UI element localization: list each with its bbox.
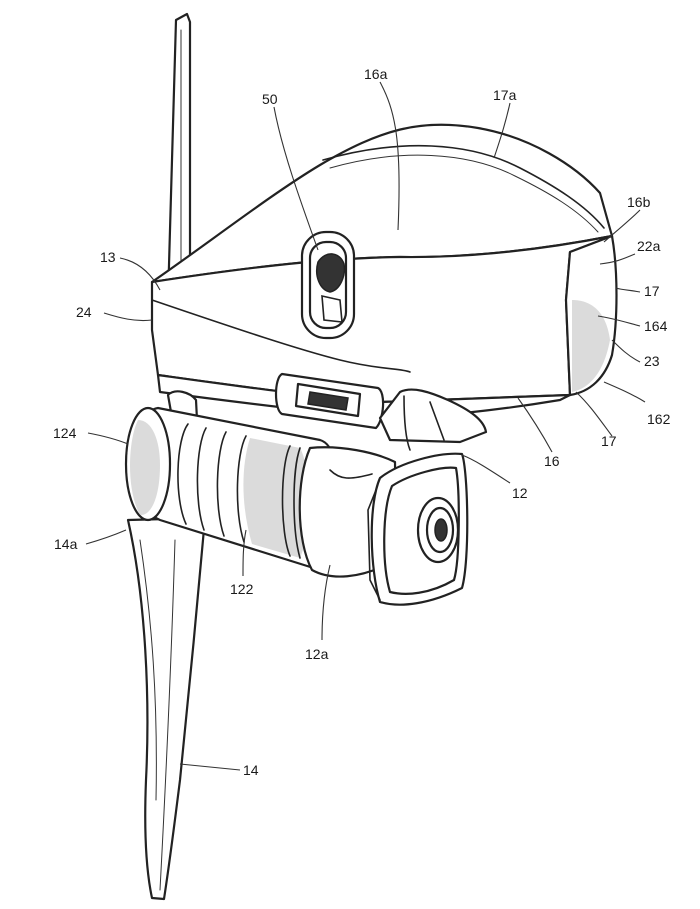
ref-162: 162 <box>647 411 671 427</box>
ref-17-top: 17 <box>644 283 660 299</box>
lower-blade <box>128 518 205 899</box>
ref-16: 16 <box>544 453 560 469</box>
ref-22a: 22a <box>637 238 661 254</box>
ref-16a: 16a <box>364 66 388 82</box>
ref-17-bottom: 17 <box>601 433 617 449</box>
end-cap <box>368 454 467 605</box>
ref-13: 13 <box>100 249 116 265</box>
ref-12a: 12a <box>305 646 329 662</box>
ref-124: 124 <box>53 425 77 441</box>
ref-12: 12 <box>512 485 528 501</box>
ref-14: 14 <box>243 762 259 778</box>
ref-16b: 16b <box>627 194 651 210</box>
ref-14a: 14a <box>54 536 78 552</box>
button-50 <box>302 232 354 338</box>
housing <box>152 125 617 418</box>
ref-122: 122 <box>230 581 254 597</box>
ref-17a: 17a <box>493 87 517 103</box>
ref-24: 24 <box>76 304 92 320</box>
ref-164: 164 <box>644 318 668 334</box>
ref-23: 23 <box>644 353 660 369</box>
ref-50: 50 <box>262 91 278 107</box>
